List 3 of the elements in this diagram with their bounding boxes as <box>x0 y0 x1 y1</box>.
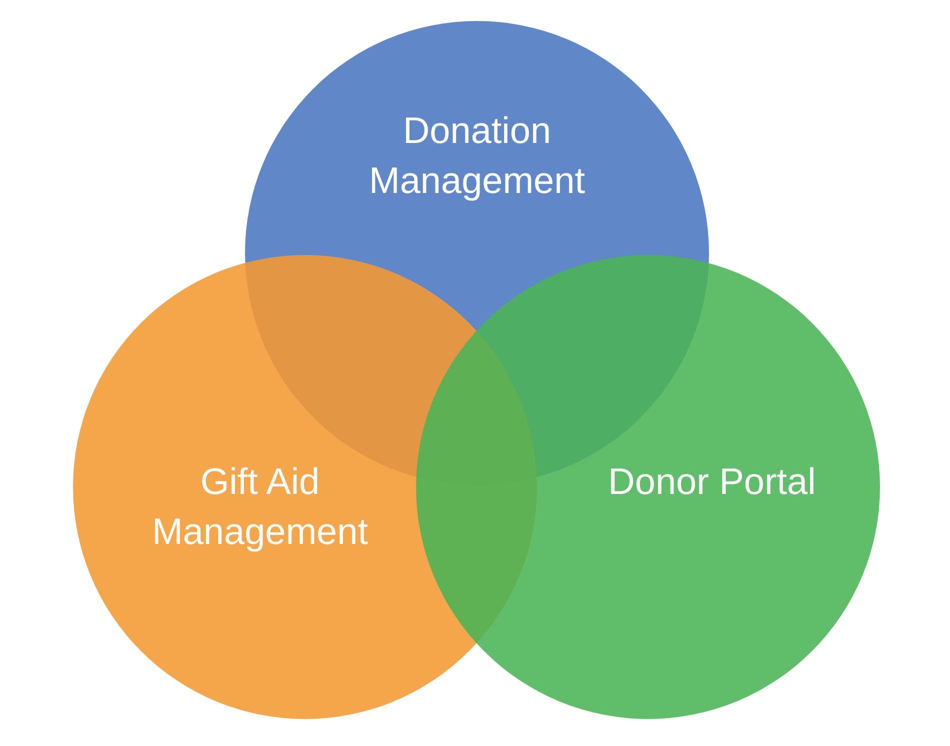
circle-label: Donation Management <box>368 109 586 203</box>
circle-label: Donor Portal <box>607 460 817 504</box>
circle-label: Gift Aid Management <box>151 460 369 554</box>
